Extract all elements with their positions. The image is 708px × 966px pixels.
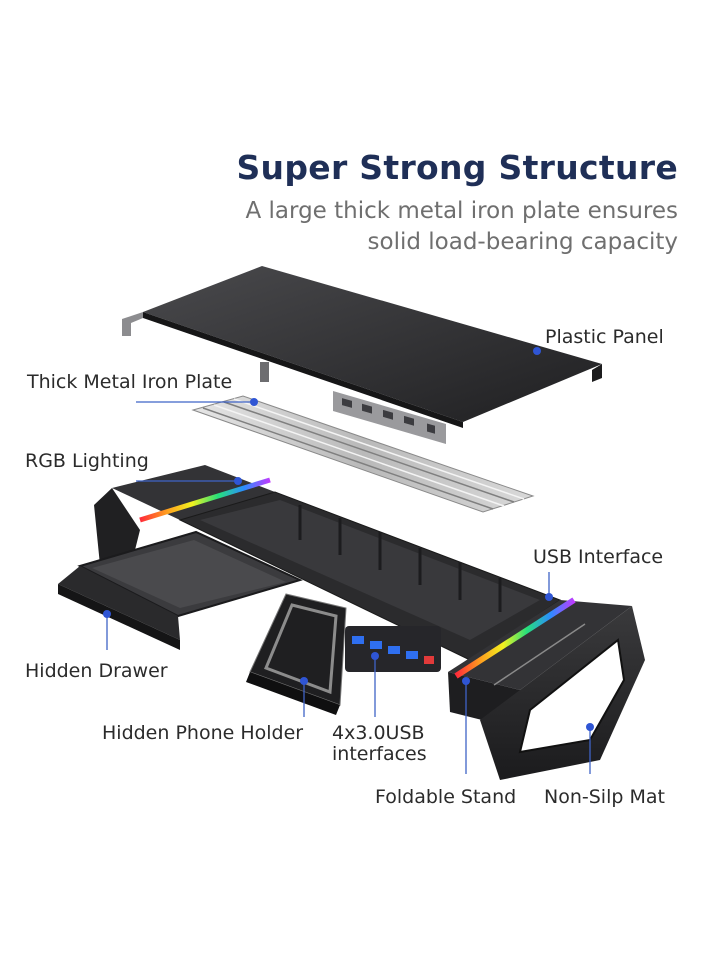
label-usb-interfaces-line1: 4x3.0USB bbox=[332, 722, 425, 744]
hidden-drawer-part bbox=[58, 530, 303, 650]
label-rgb-lighting: RGB Lighting bbox=[25, 450, 149, 472]
label-thick-metal-iron-plate: Thick Metal Iron Plate bbox=[27, 371, 233, 393]
metal-iron-plate-part bbox=[191, 395, 535, 513]
page-title: Super Strong Structure bbox=[236, 148, 678, 187]
label-plastic-panel: Plastic Panel bbox=[545, 326, 664, 348]
label-hidden-phone-holder: Hidden Phone Holder bbox=[102, 722, 304, 744]
label-hidden-drawer: Hidden Drawer bbox=[25, 660, 168, 682]
label-usb-interface: USB Interface bbox=[533, 546, 664, 568]
label-foldable-stand: Foldable Stand bbox=[375, 786, 517, 808]
marker-dots bbox=[103, 347, 594, 731]
subtitle-line-1: A large thick metal iron plate ensures bbox=[245, 198, 678, 224]
leader-lines bbox=[106, 350, 591, 774]
phone-holder-part bbox=[246, 593, 347, 715]
base-body-part bbox=[94, 465, 645, 780]
label-usb-interfaces-line2: interfaces bbox=[332, 743, 427, 765]
plastic-panel-part bbox=[122, 266, 602, 444]
label-non-slip-mat: Non-Silp Mat bbox=[544, 786, 665, 808]
usb-ports-cluster bbox=[345, 626, 441, 672]
subtitle-line-2: solid load-bearing capacity bbox=[367, 229, 678, 255]
